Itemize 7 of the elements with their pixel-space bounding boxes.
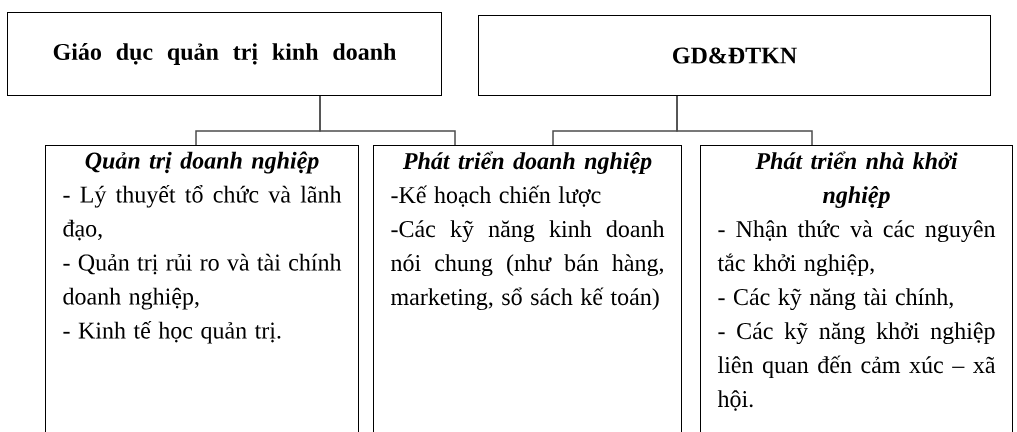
heading-box: GD&ĐTKN xyxy=(478,15,991,96)
topic-box: Phát triển doanh nghiệp -Kế hoạch chiến lược -Các kỹ năng kinh doanh nói chung (như bán hàng, marketing, sổ sách kế toán) xyxy=(373,145,682,432)
connector-line xyxy=(319,95,456,146)
connector-line xyxy=(676,95,813,146)
topic-box: Phát triển nhà khởi nghiệp - Nhận thức và các nguyên tắc khởi nghiệp, - Các kỹ năng tài chính, - Các kỹ năng khởi nghiệp liên quan đến cảm xúc – xã hội. xyxy=(700,145,1013,432)
heading-box: Giáo dục quản trị kinh doanh xyxy=(7,12,442,96)
topic-box: Quản trị doanh nghiệp - Lý thuyết tổ chức và lãnh đạo, - Quản trị rủi ro và tài chính doanh nghiệp, - Kinh tế học quản trị. xyxy=(45,145,359,432)
